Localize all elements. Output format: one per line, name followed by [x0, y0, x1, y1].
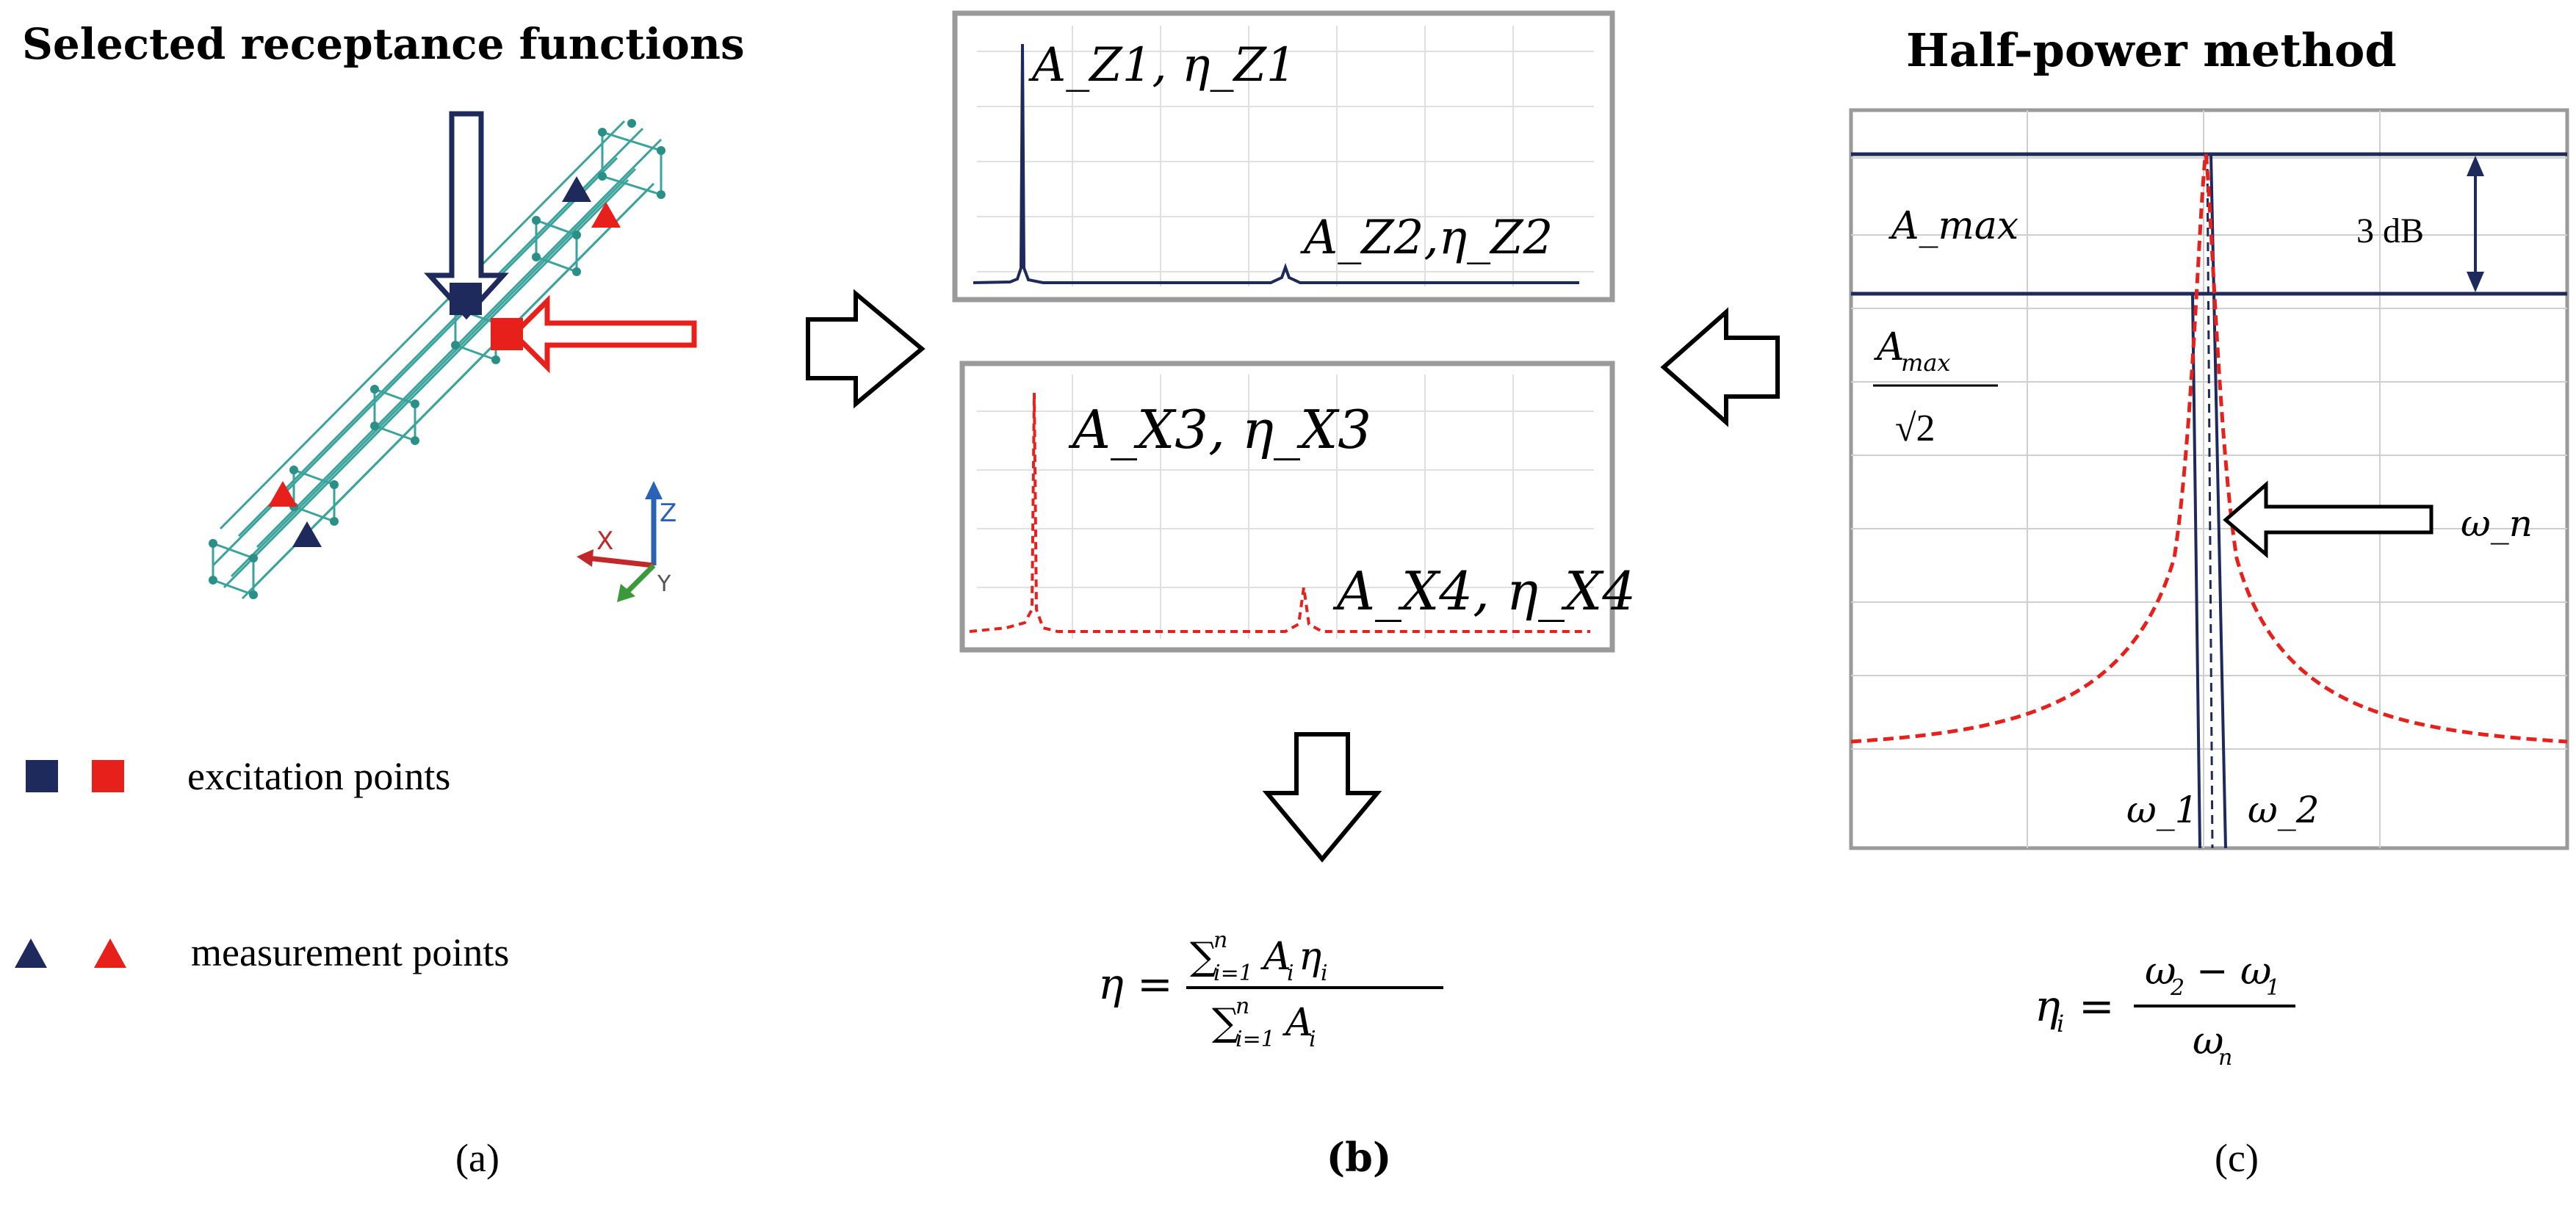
- legend-square-red: [92, 760, 124, 792]
- panel-c: Half-power method 3 dB: [1849, 23, 2569, 1180]
- svg-text:∑: ∑: [1212, 1001, 1239, 1045]
- svg-text:n: n: [1213, 927, 1227, 953]
- frf-plot-z: A_Z1, η_Z1 A_Z2,η_Z2: [952, 10, 1615, 303]
- measurement-point-navy-bottom: [292, 521, 322, 547]
- axis-x-label: X: [596, 526, 613, 556]
- svg-text:ω: ω: [2193, 1019, 2223, 1063]
- svg-text:=: =: [2079, 981, 2115, 1031]
- panel-c-caption: (c): [2215, 1136, 2259, 1180]
- svg-text:i: i: [1321, 960, 1328, 986]
- beam-mesh: [209, 119, 665, 600]
- legend-measurement-label: measurement points: [191, 930, 509, 974]
- flow-arrow-b-down: [1262, 732, 1382, 863]
- svg-text:√2: √2: [1895, 408, 1935, 449]
- svg-text:ω: ω: [2145, 949, 2176, 994]
- svg-text:η: η: [2035, 981, 2060, 1031]
- legend-square-navy: [26, 760, 58, 792]
- svg-text:n: n: [2218, 1045, 2232, 1071]
- omega-1-label: ω_1: [2126, 789, 2198, 831]
- excitation-point-red: [491, 318, 523, 350]
- measurement-point-navy-top: [562, 176, 591, 202]
- svg-text:max: max: [1901, 349, 1950, 377]
- legend-excitation-label: excitation points: [187, 754, 450, 798]
- svg-text:2: 2: [2170, 975, 2184, 1001]
- panel-a-caption: (a): [455, 1136, 499, 1180]
- frf-x-label-1: A_X3, η_X3: [1068, 399, 1371, 460]
- axes-triad: Z X Y: [577, 481, 677, 602]
- legend-triangle-navy: [15, 938, 47, 968]
- legend-triangle-red: [94, 938, 126, 968]
- svg-text:η =: η =: [1098, 959, 1173, 1009]
- db-label: 3 dB: [2356, 211, 2424, 250]
- measurement-point-red-top: [591, 202, 621, 228]
- omega-n-label: ω_n: [2461, 502, 2533, 545]
- weighted-formula: η = ∑ n i=1 A i η i ∑ n i=1 A i: [1098, 927, 1443, 1052]
- half-power-plot: 3 dB ω_n ω_1 ω_2 A_max A max √2: [1849, 108, 2569, 850]
- measurement-point-red-bottom: [268, 481, 297, 507]
- svg-text:A: A: [1874, 325, 1905, 369]
- flow-arrow-a-to-b: [806, 289, 926, 409]
- frf-z-label-2: A_Z2,η_Z2: [1300, 211, 1553, 265]
- svg-text:i: i: [2057, 1010, 2064, 1038]
- svg-text:i=1: i=1: [1235, 1027, 1275, 1052]
- excitation-arrow-x: [510, 294, 697, 374]
- svg-text:A: A: [1260, 935, 1291, 979]
- omega-2-label: ω_2: [2248, 789, 2320, 831]
- svg-text:ω: ω: [2240, 949, 2271, 994]
- panel-c-title: Half-power method: [1906, 23, 2397, 77]
- svg-text:−: −: [2196, 949, 2229, 994]
- svg-text:η: η: [1299, 935, 1321, 979]
- svg-text:n: n: [1235, 994, 1249, 1019]
- svg-text:i: i: [1287, 960, 1294, 986]
- frf-plot-x: A_X3, η_X3 A_X4, η_X4: [959, 361, 1636, 653]
- excitation-point-navy: [450, 283, 482, 315]
- panel-a: Selected receptance functions: [15, 19, 745, 1180]
- frf-x-label-2: A_X4, η_X4: [1332, 560, 1636, 622]
- panel-b-caption: (b): [1327, 1134, 1392, 1181]
- svg-text:1: 1: [2266, 975, 2280, 1001]
- panel-a-title: Selected receptance functions: [22, 19, 745, 69]
- panel-b: A_Z1, η_Z1 A_Z2,η_Z2 A_X3, η_X3 A_X4, η_…: [952, 10, 1636, 1181]
- svg-text:A: A: [1282, 1001, 1313, 1045]
- svg-text:i=1: i=1: [1213, 960, 1253, 986]
- svg-text:∑: ∑: [1190, 935, 1217, 979]
- axis-y-label: Y: [657, 571, 671, 597]
- half-power-formula: η i = ω 2 − ω 1 ω n: [2035, 949, 2295, 1071]
- axis-z-label: Z: [660, 499, 677, 528]
- flow-arrow-c-to-b: [1660, 307, 1780, 427]
- frf-z-label-1: A_Z1, η_Z1: [1028, 38, 1296, 93]
- excitation-arrow-z: [424, 111, 509, 320]
- svg-text:i: i: [1309, 1027, 1316, 1052]
- amax-label: A_max: [1888, 204, 2018, 248]
